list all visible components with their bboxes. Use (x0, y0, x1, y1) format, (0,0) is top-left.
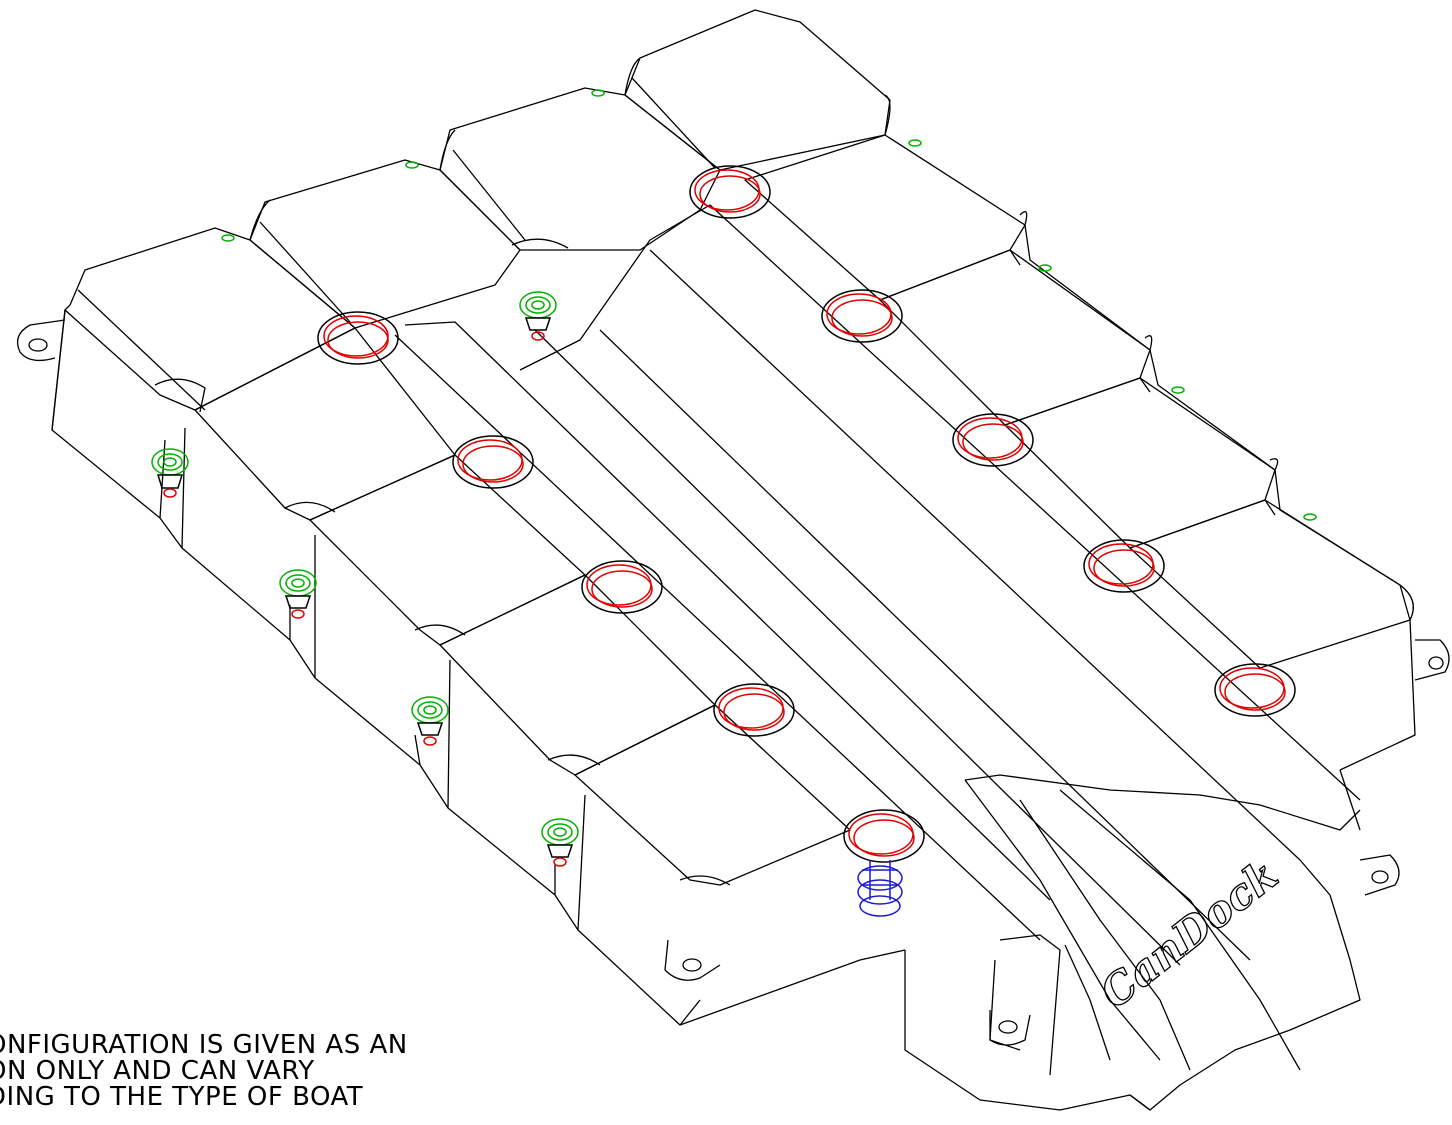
mooring-lug-icon (16, 319, 66, 362)
green-marker (221, 234, 235, 242)
corner-notch (154, 57, 1414, 886)
green-marker (1303, 513, 1317, 521)
note-line-1: ONFIGURATION IS GIVEN AS AN (0, 1030, 408, 1060)
candock-logo: CanDock (1090, 849, 1287, 1018)
configuration-note: ONFIGURATION IS GIVEN AS AN ON ONLY AND … (0, 1032, 546, 1110)
red-connector-pin-icon (452, 435, 534, 489)
mooring-lug-icon (989, 1010, 1031, 1046)
green-marker (1171, 386, 1185, 394)
red-connector-pin-icon (1214, 663, 1296, 717)
blue-screw-icon (857, 860, 903, 917)
right-cube-row (744, 134, 1416, 831)
red-connector-pin-icon (952, 413, 1034, 467)
red-connector-pin-icon (1083, 539, 1165, 593)
green-bolt-icon (541, 818, 579, 867)
red-connector-pin-icon (843, 809, 925, 863)
note-line-3: DING TO THE TYPE OF BOAT (0, 1082, 364, 1112)
green-marker (591, 89, 605, 97)
mooring-lug-icon (664, 939, 721, 981)
central-ramp (394, 204, 1361, 1111)
left-cube-row (51, 9, 906, 1026)
mooring-lug-icon (1359, 854, 1400, 896)
red-connector-pin-icon (821, 289, 903, 343)
red-connector-pin-icon (317, 311, 399, 365)
red-connector-pin-icon (713, 683, 795, 737)
green-marker (1038, 264, 1052, 272)
green-bolt-icon (519, 291, 557, 341)
red-connector-pin-icon (689, 165, 771, 219)
green-marker (405, 161, 419, 169)
note-line-2: ON ONLY AND CAN VARY (0, 1056, 315, 1086)
red-connector-pin-icon (581, 560, 663, 614)
green-bolt-icon (411, 696, 449, 746)
green-marker (908, 139, 922, 147)
green-bolt-icon (279, 569, 317, 619)
svg-text:CanDock: CanDock (1091, 850, 1287, 1018)
mooring-lug-icon (1414, 639, 1450, 681)
green-bolt-icon (151, 448, 189, 498)
